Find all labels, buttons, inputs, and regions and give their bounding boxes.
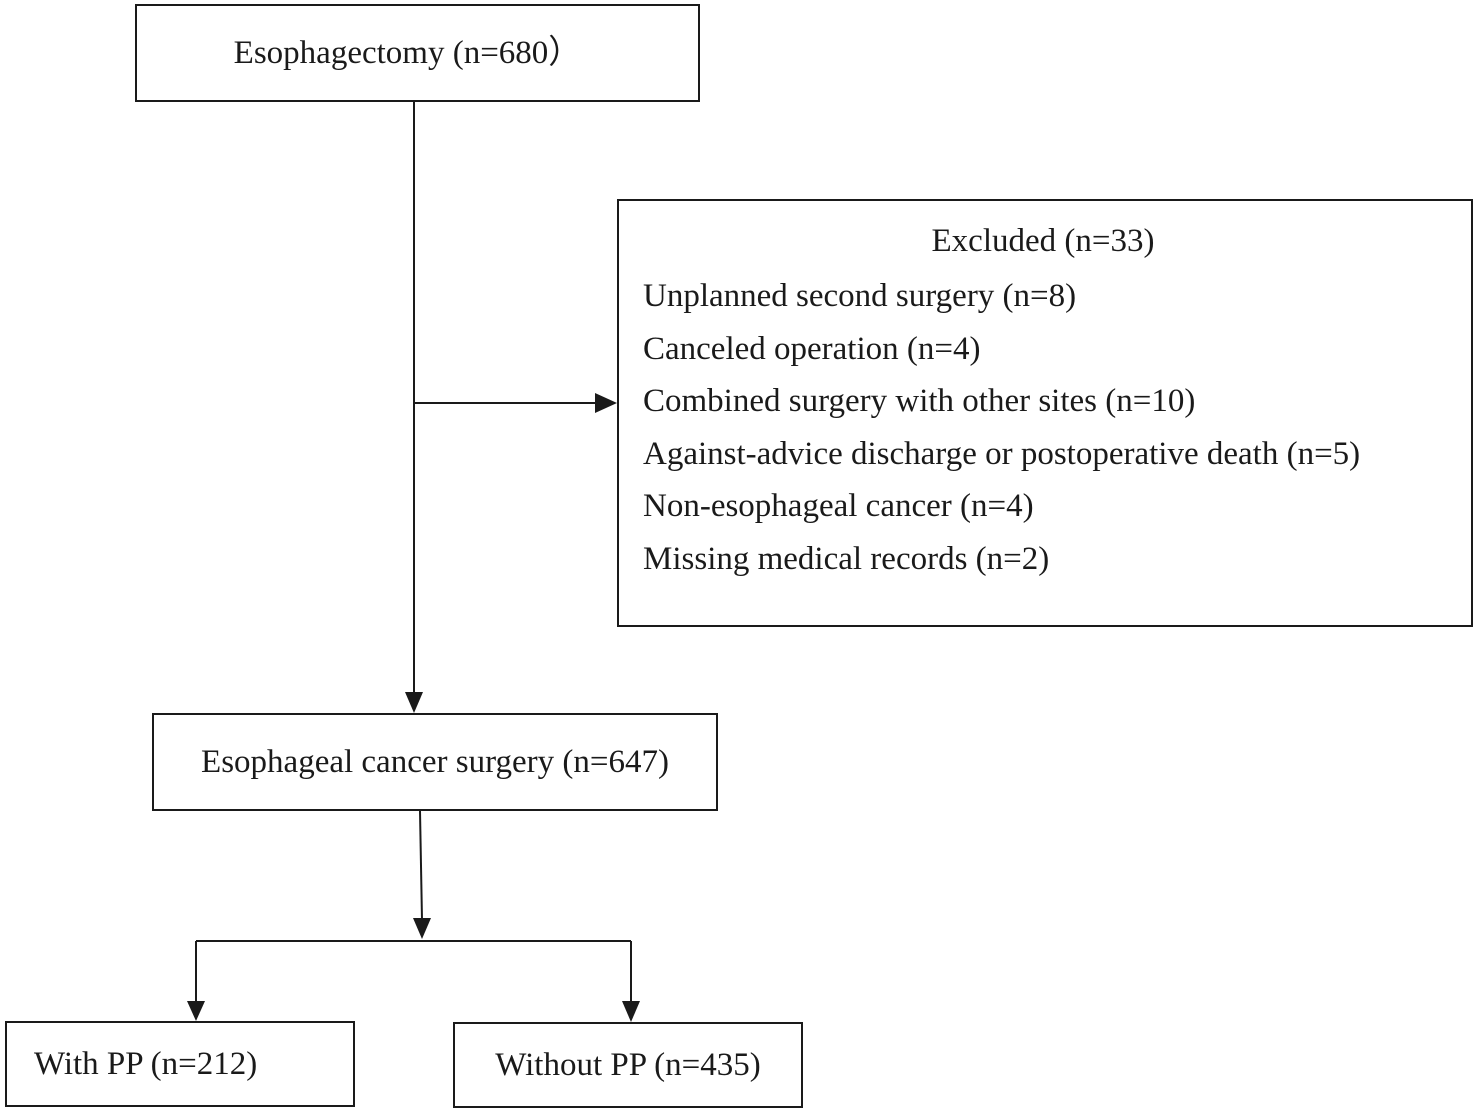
exclusion-reason-item: Combined surgery with other sites (n=10) bbox=[643, 383, 1196, 419]
with-pp-label: With PP (n=212) bbox=[34, 1045, 258, 1082]
exclusion-reason-item: Missing medical records (n=2) bbox=[643, 540, 1050, 577]
without-pp-label: Without PP (n=435) bbox=[495, 1046, 761, 1083]
arrow-to-split bbox=[413, 918, 431, 939]
excluded-box: Excluded (n=33) Unplanned second surgery… bbox=[617, 199, 1473, 627]
split-vertical-line bbox=[419, 810, 423, 921]
with-pp-box: With PP (n=212) bbox=[5, 1021, 355, 1107]
esophagectomy-box: Esophagectomy (n=680） bbox=[135, 4, 700, 102]
esophageal-cancer-surgery-label: Esophageal cancer surgery (n=647) bbox=[201, 743, 669, 780]
arrow-to-middle-box bbox=[405, 692, 423, 713]
exclusion-reason-item: Non-esophageal cancer (n=4) bbox=[643, 488, 1034, 524]
exclusion-reason-item: Canceled operation (n=4) bbox=[643, 330, 981, 367]
arrow-to-with-pp bbox=[187, 1001, 205, 1021]
esophageal-cancer-surgery-box: Esophageal cancer surgery (n=647) bbox=[152, 713, 718, 811]
excluded-title: Excluded (n=33) bbox=[931, 223, 1155, 259]
esophagectomy-label: Esophagectomy (n=680） bbox=[233, 34, 582, 71]
exclusion-reason-item: Against-advice discharge or postoperativ… bbox=[643, 435, 1361, 472]
without-pp-box: Without PP (n=435) bbox=[453, 1022, 803, 1108]
exclusion-reasons-list: Unplanned second surgery (n=8) Canceled … bbox=[643, 280, 1360, 595]
arrow-to-without-pp bbox=[622, 1001, 640, 1022]
exclusion-reason-item: Unplanned second surgery (n=8) bbox=[643, 278, 1077, 314]
arrow-to-excluded-box bbox=[595, 393, 617, 413]
